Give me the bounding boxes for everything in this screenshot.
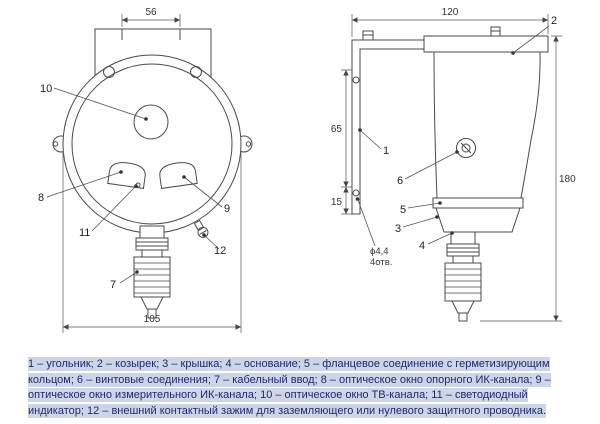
visor [423,35,549,53]
dimension-side-top [351,14,549,37]
hole-note-diameter: ϕ4,4 [370,246,389,257]
legend-line: индикатор; 12 – внешний контактный зажим… [28,403,590,420]
dimension-front-top [121,14,181,27]
callout-1: 1 [383,145,389,157]
callout-12: 12 [214,245,226,257]
dim-label-65: 65 [331,124,343,135]
housing-cover [433,51,541,199]
dimension-side-left [341,69,358,215]
bracket-hole-bottom [352,189,360,197]
flange-joint [432,197,524,209]
legend-text-3: оптическое окно измерительного ИК-канала… [28,388,528,402]
visor-screw [490,26,501,37]
legend-line: оптическое окно измерительного ИК-канала… [28,388,590,404]
side-view: 120 65 15 180 ϕ4,4 4отв. [331,7,576,322]
dimension-front-bottom [62,152,242,333]
front-screw-hole-right [190,66,202,78]
callout-2: 2 [551,15,557,27]
dimension-side-right [480,35,562,322]
callout-6: 6 [397,175,403,187]
side-leader-lines [358,25,550,245]
dim-label-105: 105 [144,314,161,325]
callout-4: 4 [419,240,425,252]
dim-label-15: 15 [331,197,343,208]
front-housing-inner [71,63,233,225]
front-screw-hole-left [103,66,115,78]
legend-line: кольцом; 6 – винтовые соединения; 7 – ка… [28,372,590,389]
contact-clamp [193,219,209,238]
legend-text-2: кольцом; 6 – винтовые соединения; 7 – ка… [28,372,551,387]
hole-note-leader [355,197,376,247]
angle-bracket [351,39,437,215]
tv-channel-window [133,104,169,140]
screw-connection [456,138,476,158]
ir-window-measuring [159,162,198,189]
front-housing-outer [62,54,242,234]
callout-11: 11 [79,227,90,239]
front-plate-slots [121,29,181,40]
cable-gland-side [444,231,482,322]
dim-label-120: 120 [442,7,459,18]
legend-line: 1 – угольник; 2 – козырек; 3 – крышка; 4… [28,357,590,373]
bracket-bolt [362,30,374,41]
callout-3: 3 [395,223,401,235]
callout-8: 8 [38,192,44,204]
legend-text-4: индикатор; 12 – внешний контактный зажим… [28,403,547,418]
front-view: 56 105 10 8 11 9 12 7 [38,7,253,333]
cable-gland-front [133,225,171,319]
ir-window-reference [107,162,146,189]
dim-label-180: 180 [559,174,576,185]
bracket-hole-top [352,76,360,84]
callout-9: 9 [224,203,230,215]
legend-text-1: 1 – угольник; 2 – козырек; 3 – крышка; 4… [28,357,550,371]
hole-note-count: 4отв. [370,257,392,268]
callout-5: 5 [400,204,406,216]
technical-drawing: 56 105 10 8 11 9 12 7 [38,7,576,333]
callout-10: 10 [40,83,52,95]
callout-7: 7 [110,279,116,291]
front-leader-lines [46,87,223,284]
legend: 1 – угольник; 2 – козырек; 3 – крышка; 4… [28,357,590,419]
dim-label-56: 56 [145,7,157,18]
housing-base [435,207,521,233]
